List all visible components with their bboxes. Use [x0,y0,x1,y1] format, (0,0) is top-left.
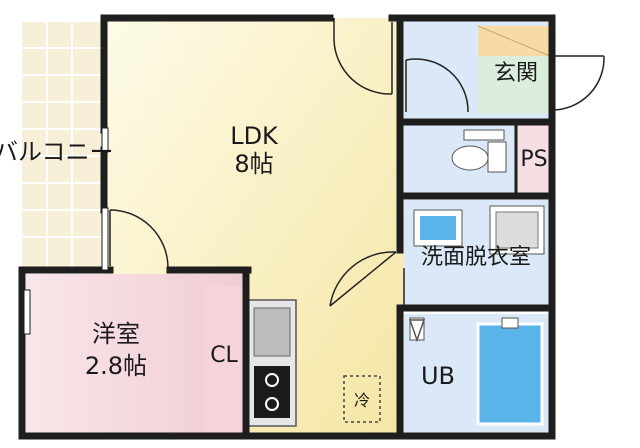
balcony-grid [22,22,104,268]
doors [109,18,605,343]
closet-label: CL [210,343,238,368]
balcony [22,22,104,268]
kitchen-counter [247,299,297,427]
western-room-size-label: 2.8帖 [85,352,147,380]
western-room-label: 洋室 [92,320,140,348]
sink-icon [253,307,291,357]
ps-label: PS [520,147,547,172]
ldk-label: LDK [230,122,279,150]
fridge-space [343,375,381,423]
closet-floor [204,286,244,436]
bath-label: UB [421,362,455,390]
washroom-label: 洗面脱衣室 [421,245,531,270]
ldk-size-label: 8帖 [234,150,273,178]
bathtub-icon [476,322,544,426]
balcony-label: バルコニー [0,138,114,166]
entrance-label: 玄関 [494,61,538,86]
toilet-icon [451,129,507,173]
walls [18,14,556,440]
ps-floor [516,122,550,194]
fridge-label: 冷 [354,391,370,410]
